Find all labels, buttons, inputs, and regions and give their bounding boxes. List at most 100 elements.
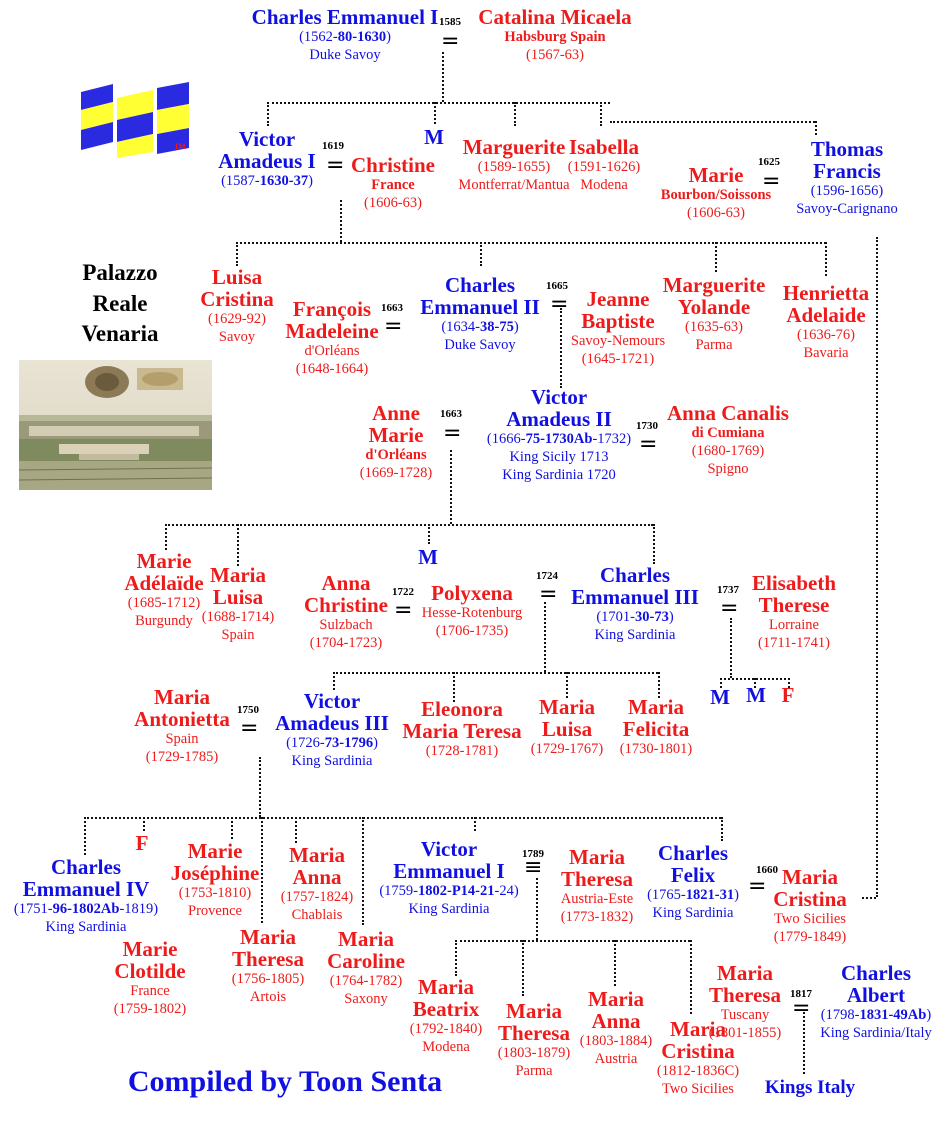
person-name: Catalina Micaela [478,5,632,29]
person-name-line-2: Albert [846,983,906,1008]
person-f: F [130,832,154,854]
person-name-line-1: Marie [136,549,192,573]
person-isabella: Isabella (1591-1626) Modena [562,136,646,194]
person-polyxena: Polyxena Hesse-Rotenburg (1706-1735) [410,582,534,640]
person-spouse-house: Burgundy [135,613,193,630]
marriage-sign: = [443,421,462,446]
person-name-line-1: Victor [420,837,478,861]
person-anna-christine: Anna Christine Sulzbach (1704-1723) [294,572,398,652]
logo: IM [79,82,191,158]
person-dates: (1779-1849) [773,929,847,946]
person-name: F [135,831,149,855]
person-name-line-1: Maria [588,987,644,1011]
person-house: Spain [165,731,199,748]
person-f: F [776,684,800,706]
person-name-line-2: Cristina [773,887,847,912]
person-name-line-1: Anna [321,571,371,595]
person-jeanne-baptiste: Jeanne Baptiste Savoy-Nemours (1645-1721… [561,288,675,368]
person-victor-amadeus-ii: Victor Amadeus II (1666-75-1730Ab-1732) … [470,386,648,484]
person-title: Duke Savoy [309,47,381,64]
marriage-sign: = [326,153,345,178]
person-name-line-2: Emmanuel II [420,295,540,320]
person-name-line-2: Adélaïde [124,571,204,596]
person-name-line-1: Maria [539,695,595,719]
person-name-line-1: Thomas [810,137,884,161]
person-dates: (1587-1630-37) [221,173,313,190]
person-name-line-1: Maria [506,999,562,1023]
person-marie-bourbon: Marie Bourbon/Soissons (1606-63) [650,164,782,222]
person-name-line-2: Cristina [661,1039,735,1064]
person-name: M [418,545,438,569]
person-name-line-1: Victor [303,689,361,713]
person-name-line-2: Luisa [541,717,593,742]
person-dates: (1688-1714) [201,609,275,626]
person-dates: (1635-63) [685,319,743,336]
person-name-line-1: Maria [628,695,684,719]
person-name-line-1: Maria [782,865,838,889]
person-house: di Cumiana [691,425,765,442]
marriage-year: 1585 [439,16,461,28]
person-dates: (1606-63) [687,205,745,222]
person-title: King Sardinia/Italy [820,1025,932,1042]
person-name: Marguerite [462,135,566,159]
person-dates: (1606-63) [364,195,422,212]
person-name-line-2: Felicita [622,717,690,742]
person-maria-beatrix: Maria Beatrix (1792-1840) Modena [400,976,492,1056]
person-name-line-1: Maria [670,1017,726,1041]
person-dates: (1730-1801) [619,741,693,758]
person-maria-luisa: Maria Luisa (1688-1714) Spain [198,564,278,644]
person-name-line-1: Anne [372,401,420,425]
person-maria-cristina: Maria Cristina Two Sicilies (1779-1849) [764,866,856,946]
person-victor-amadeus-iii: Victor Amadeus III (1726-73-1796) King S… [262,690,402,770]
person-name-line-2: Theresa [498,1021,570,1046]
person-spouse-house: Spigno [707,461,749,478]
marriage-year: 1750 [237,704,259,716]
person-dates: (1648-1664) [295,361,369,378]
marriage-sign: = [441,29,460,54]
person-dates: (1803-1879) [497,1045,571,1062]
marriage-sign: = [384,314,403,339]
person-name-line-1: Henrietta [782,281,870,305]
person-dates: (1711-1741) [758,635,830,652]
person-name-line-2: Baptiste [581,309,655,334]
person-dates: (1706-1735) [435,623,509,640]
person-house: Habsburg Spain [504,29,606,46]
person-name-line-2: Madeleine [285,319,379,344]
person-house: Austria-Este [560,891,634,908]
person-dates: (1685-1712) [127,595,201,612]
person-dates: (1562-80-1630) [299,29,391,46]
person-maria-anna: Maria Anna (1757-1824) Chablais [270,844,364,924]
person-spouse-house: Parma [695,337,733,354]
palazzo-line-3: Venaria [81,321,159,347]
person-eleonora: Eleonora Maria Teresa (1728-1781) [394,698,530,760]
marriage-year: 1619 [322,140,344,152]
person-name-line-1: Maria [717,961,773,985]
compiler-credit: Compiled by Toon Senta [100,1066,470,1098]
person-dates: (1591-1626) [567,159,641,176]
person-spouse-house: Modena [580,177,628,194]
person-dates: (1756-1805) [231,971,305,988]
person-elisabeth-therese: Elisabeth Therese Lorraine (1711-1741) [738,572,850,652]
person-dates: (1759-1802-P14-21-24) [379,883,519,900]
person-christine: Christine France (1606-63) [340,154,446,212]
person-dates: (1759-1802) [113,1001,187,1018]
person-house: Sulzbach [319,617,373,634]
person-dates: (1669-1728) [359,465,433,482]
person-maria-cristina: Maria Cristina (1812-1836C) Two Sicilies [648,1018,748,1098]
person-spouse-house: France [130,983,170,1000]
person-name-line-1: Maria [418,975,474,999]
person-spouse-house: Two Sicilies [662,1081,734,1098]
marriage-year: 1789 [522,848,544,860]
marriage-sign: = [792,996,811,1021]
person-marguerite: Marguerite (1589-1655) Montferrat/Mantua [448,136,580,194]
person-maria-caroline: Maria Caroline (1764-1782) Saxony [316,928,416,1008]
person-dates: (1726-73-1796) [286,735,378,752]
person-charles-emmanuel-iii: Charles Emmanuel III (1701-30-73) King S… [562,564,708,644]
marriage-year: 1663 [381,302,403,314]
palazzo-painting-graphic [19,360,212,490]
person-marguerite-yolande: Marguerite Yolande (1635-63) Parma [656,274,772,354]
person-name: M [710,685,730,709]
marriage-sign: = [240,716,259,741]
palazzo-painting [19,360,212,490]
person-name: F [781,683,795,707]
